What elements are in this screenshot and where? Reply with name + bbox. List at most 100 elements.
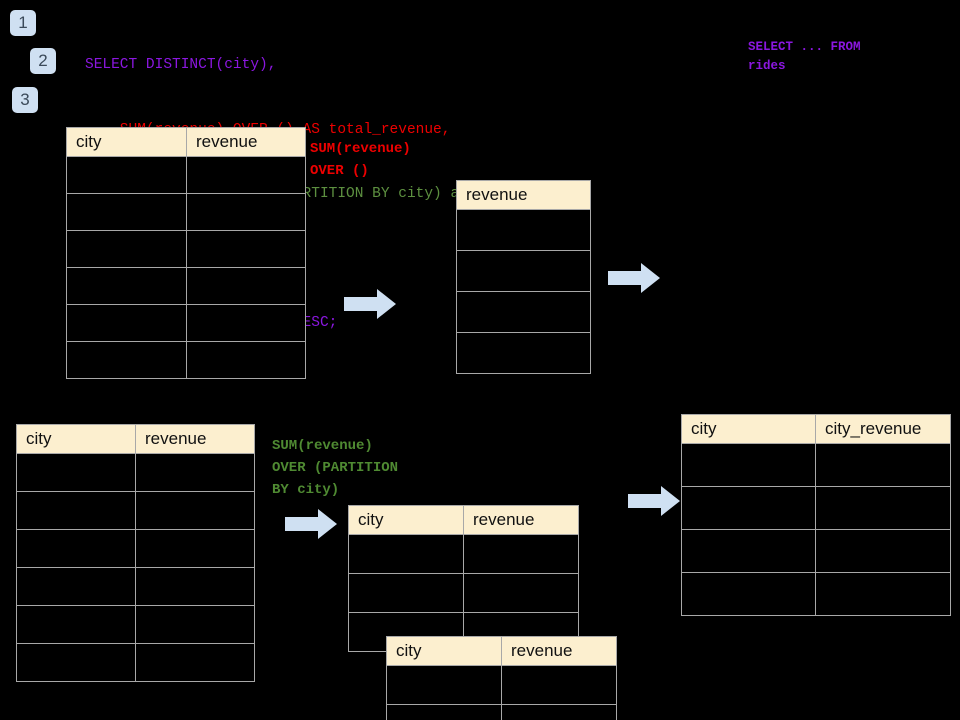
cell: [815, 529, 951, 573]
cell: [135, 605, 255, 644]
column-header-revenue: revenue: [186, 127, 306, 157]
cell: [16, 453, 136, 492]
table-row: [386, 704, 617, 720]
column-header-revenue: revenue: [463, 505, 579, 535]
cell: [456, 209, 591, 251]
cell: [681, 486, 816, 530]
table-row: [456, 250, 591, 292]
table-row: [66, 193, 306, 231]
table-row: [66, 341, 306, 379]
table-row: [66, 230, 306, 268]
annotation-total-revenue: SUM(revenue) OVER (): [310, 141, 411, 179]
cell: [681, 443, 816, 487]
sql-side-fragment: SELECT ... FROM rides: [748, 40, 861, 73]
cell: [16, 567, 136, 606]
cell: [456, 332, 591, 374]
table-header-row: revenue: [456, 180, 591, 210]
cell: [815, 443, 951, 487]
arrow-right-icon-bottom-left: [285, 509, 337, 539]
cell: [386, 665, 502, 705]
table-row: [681, 486, 951, 530]
table-row: [681, 443, 951, 487]
column-header-city-revenue: city_revenue: [815, 414, 951, 444]
cell: [135, 491, 255, 530]
column-header-city: city: [66, 127, 187, 157]
table-row: [16, 529, 255, 568]
table-header-row: city revenue: [348, 505, 579, 535]
table-header-row: city revenue: [66, 127, 306, 157]
cell: [348, 573, 464, 613]
table-row: [66, 304, 306, 342]
column-header-revenue: revenue: [135, 424, 255, 454]
arrow-right-icon-top-left: [344, 289, 396, 319]
column-header-city: city: [16, 424, 136, 454]
table-row: [16, 491, 255, 530]
cell: [186, 156, 306, 194]
cell: [16, 605, 136, 644]
column-header-revenue: revenue: [501, 636, 617, 666]
table-row: [66, 156, 306, 194]
cell: [66, 230, 187, 268]
cell: [348, 534, 464, 574]
partition-table-back: city revenue: [348, 505, 579, 652]
table-row: [456, 291, 591, 333]
result-table: city city_revenue: [681, 414, 951, 616]
cell: [135, 529, 255, 568]
table-row: [16, 453, 255, 492]
cell: [463, 573, 579, 613]
column-header-city: city: [681, 414, 816, 444]
table-row: [681, 529, 951, 573]
table-row: [348, 573, 579, 613]
cell: [66, 267, 187, 305]
cell: [186, 341, 306, 379]
step-badge-1: 1: [10, 10, 36, 36]
sql-line-select: SELECT DISTINCT(city),: [85, 57, 277, 73]
cell: [135, 643, 255, 682]
table-row: [16, 605, 255, 644]
cell: [66, 341, 187, 379]
cell: [186, 230, 306, 268]
column-header-city: city: [386, 636, 502, 666]
cell: [186, 304, 306, 342]
cell: [501, 665, 617, 705]
table-row: [66, 267, 306, 305]
table-header-row: city revenue: [386, 636, 617, 666]
cell: [135, 453, 255, 492]
table-row: [386, 665, 617, 705]
rides-source-table-bottom: city revenue: [16, 424, 255, 682]
cell: [815, 572, 951, 616]
cell: [681, 572, 816, 616]
step-badge-3: 3: [12, 87, 38, 113]
table-header-row: city city_revenue: [681, 414, 951, 444]
cell: [186, 267, 306, 305]
cell: [186, 193, 306, 231]
table-row: [456, 209, 591, 251]
table-row: [348, 534, 579, 574]
column-header-revenue: revenue: [456, 180, 591, 210]
cell: [16, 529, 136, 568]
partition-table-front: city revenue: [386, 636, 617, 720]
rides-source-table-top: city revenue: [66, 127, 306, 379]
cell: [681, 529, 816, 573]
cell: [66, 304, 187, 342]
step-badge-2: 2: [30, 48, 56, 74]
cell: [386, 704, 502, 720]
cell: [16, 491, 136, 530]
table-row: [16, 567, 255, 606]
total-revenue-table: revenue: [456, 180, 591, 374]
cell: [66, 156, 187, 194]
column-header-city: city: [348, 505, 464, 535]
annotation-city-revenue: SUM(revenue) OVER (PARTITION BY city): [272, 438, 399, 498]
cell: [815, 486, 951, 530]
table-row: [16, 643, 255, 682]
arrow-right-icon-bottom-right: [628, 486, 680, 516]
cell: [66, 193, 187, 231]
cell: [16, 643, 136, 682]
cell: [463, 534, 579, 574]
table-row: [456, 332, 591, 374]
cell: [456, 250, 591, 292]
table-row: [681, 572, 951, 616]
cell: [135, 567, 255, 606]
cell: [456, 291, 591, 333]
